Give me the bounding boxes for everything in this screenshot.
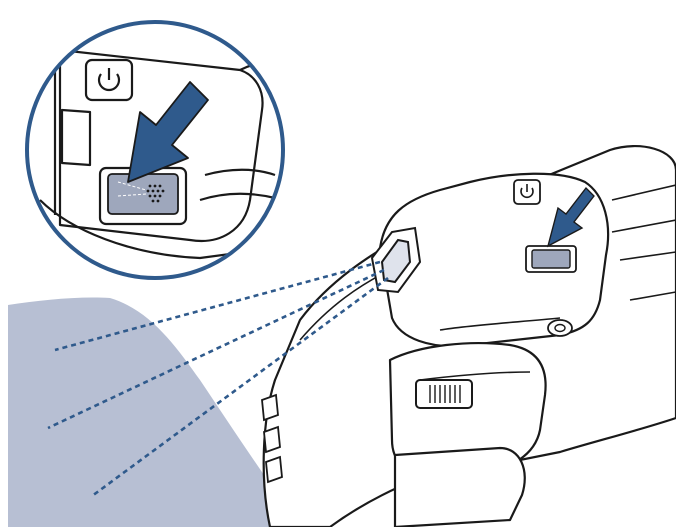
connector-port [415,379,473,409]
power-icon [520,184,534,199]
press-arrow-icon [546,186,595,248]
device-body [262,145,676,527]
zoom-power-button[interactable] [84,58,134,102]
scan-target-area [8,297,300,527]
screw-icon [547,319,573,337]
scan-beam-middle [47,268,385,430]
device-power-button[interactable] [513,179,541,205]
scan-beam-lower [91,276,389,498]
scan-beam-lines [47,260,389,498]
scan-button-dots [146,184,165,203]
scan-button-icon [531,249,571,269]
zoom-scan-button[interactable] [98,166,188,226]
zoom-callout-border [25,20,285,280]
scan-beam-upper [54,260,381,352]
press-arrow-icon [127,81,209,183]
device-scan-button[interactable] [525,245,577,273]
zoom-callout [25,20,285,280]
power-icon [97,68,121,92]
side-grip [261,393,283,484]
